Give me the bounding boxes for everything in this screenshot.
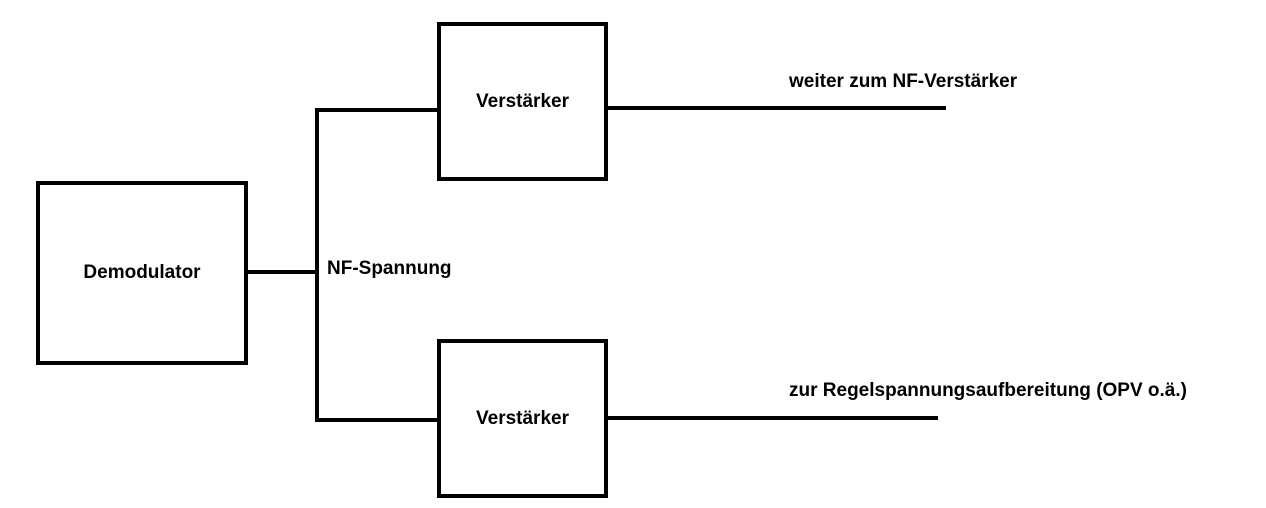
- output-top-label: weiter zum NF-Verstärker: [789, 71, 1018, 92]
- amplifier-top-label: Verstärker: [476, 90, 569, 112]
- junction-label: NF-Spannung: [327, 258, 452, 279]
- amplifier-bottom-block: Verstärker: [437, 339, 608, 498]
- output-bottom-label: zur Regelspannungsaufbereitung (OPV o.ä.…: [789, 380, 1187, 401]
- amplifier-bottom-label: Verstärker: [476, 407, 569, 429]
- demodulator-block: Demodulator: [36, 181, 248, 365]
- amplifier-top-block: Verstärker: [437, 22, 608, 181]
- demodulator-label: Demodulator: [83, 262, 201, 283]
